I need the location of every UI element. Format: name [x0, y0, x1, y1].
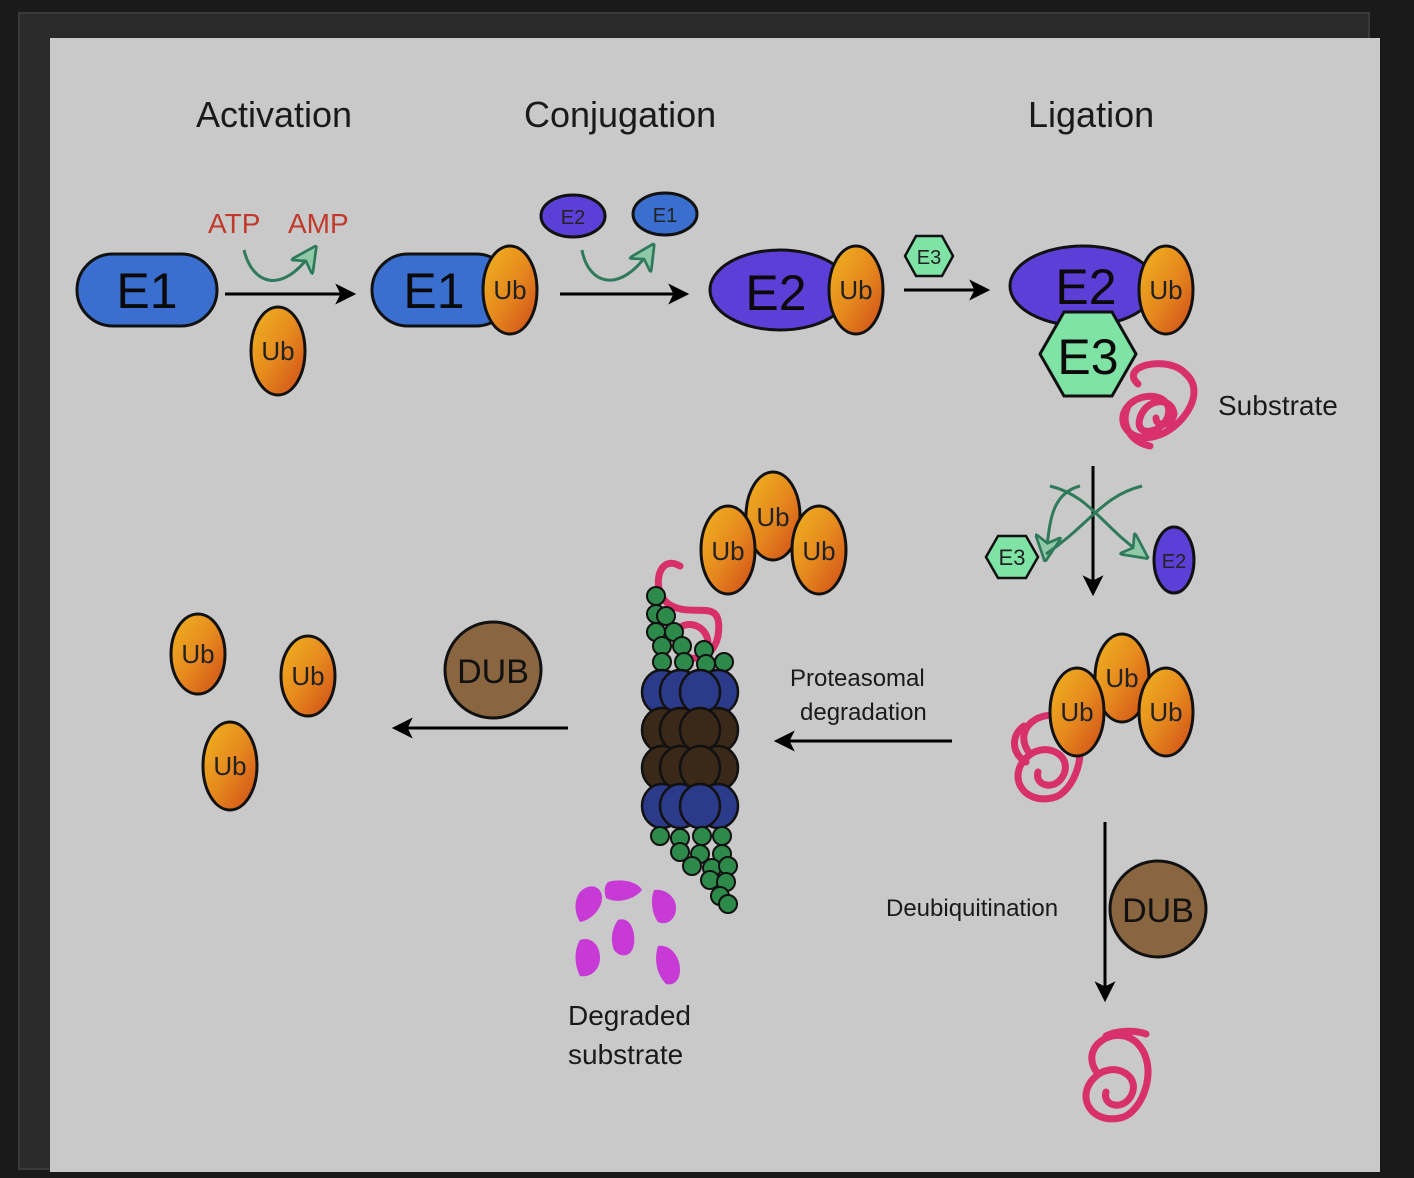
- degraded-label-line2: substrate: [568, 1039, 684, 1070]
- svg-text:DUB: DUB: [457, 653, 529, 691]
- free-ub-3: Ub: [201, 720, 259, 812]
- e2-ub-complex: E2 Ub: [708, 244, 885, 336]
- svg-text:Ub: Ub: [711, 536, 744, 566]
- proteasome: Ub Ub Ub: [640, 470, 848, 914]
- release-curve-back: [1045, 484, 1143, 556]
- dub-right: DUB: [1108, 859, 1208, 959]
- svg-text:Ub: Ub: [493, 275, 526, 305]
- svg-text:Ub: Ub: [839, 275, 872, 305]
- diagram-canvas: E1 Ub E1 Ub E2 E1 E2 Ub E3 E2 Ub: [50, 38, 1380, 1172]
- svg-text:Ub: Ub: [291, 661, 324, 691]
- free-ub-2: Ub: [279, 634, 337, 718]
- dub-left: DUB: [443, 620, 543, 720]
- svg-text:Ub: Ub: [261, 336, 294, 366]
- free-ub-1: Ub: [169, 612, 227, 696]
- stage-title-ligation: Ligation: [1028, 94, 1155, 135]
- proteasomal-label-line1: Proteasomal: [790, 665, 925, 692]
- e1-free: E1: [75, 252, 219, 328]
- svg-text:E2: E2: [1162, 551, 1186, 573]
- stage-title-conjugation: Conjugation: [524, 94, 717, 135]
- degraded-label-line1: Degraded: [568, 1000, 691, 1031]
- svg-text:E3: E3: [917, 247, 941, 269]
- svg-text:Ub: Ub: [1149, 275, 1182, 305]
- svg-text:E1: E1: [653, 205, 677, 227]
- amp-label: AMP: [288, 208, 349, 239]
- svg-text:E1: E1: [116, 263, 177, 319]
- svg-text:Ub: Ub: [181, 639, 214, 669]
- svg-text:E3: E3: [999, 545, 1026, 570]
- e3-small-lig: E3: [903, 234, 955, 278]
- svg-text:Ub: Ub: [1105, 663, 1138, 693]
- svg-text:DUB: DUB: [1122, 892, 1194, 930]
- svg-text:Ub: Ub: [213, 751, 246, 781]
- stage-title-activation: Activation: [196, 94, 353, 135]
- atp-label: ATP: [208, 208, 261, 239]
- conjugation-curve: [580, 250, 650, 282]
- proteasomal-label-line2: degradation: [800, 699, 927, 726]
- svg-text:Ub: Ub: [1060, 697, 1093, 727]
- polyub-substrate: Ub Ub Ub: [1011, 632, 1195, 803]
- atp-amp-curve: [242, 250, 312, 282]
- svg-text:E1: E1: [403, 263, 464, 319]
- e1-small-conj: E1: [631, 191, 699, 237]
- substrate-label: Substrate: [1218, 390, 1338, 421]
- ub-activation: Ub: [249, 305, 307, 397]
- svg-text:Ub: Ub: [802, 536, 835, 566]
- e2-released: E2: [1152, 525, 1196, 595]
- svg-text:E3: E3: [1057, 329, 1118, 385]
- svg-text:E2: E2: [1055, 259, 1116, 315]
- e2-small-conj: E2: [539, 193, 607, 239]
- svg-text:E2: E2: [745, 265, 806, 321]
- degraded-fragments: [575, 880, 680, 985]
- substrate-coil: [1119, 360, 1198, 450]
- e2-e3-ub-substrate-complex: E2 Ub E3: [1008, 244, 1198, 450]
- svg-text:E2: E2: [561, 207, 585, 229]
- svg-text:Ub: Ub: [756, 502, 789, 532]
- pathway-diagram: E1 Ub E1 Ub E2 E1 E2 Ub E3 E2 Ub: [75, 191, 1208, 1123]
- e3-released: E3: [984, 534, 1040, 580]
- e3-release-curve: [1046, 484, 1081, 554]
- free-substrate: [1082, 1027, 1152, 1123]
- svg-text:Ub: Ub: [1149, 697, 1182, 727]
- e1-ub-complex: E1 Ub: [370, 244, 539, 336]
- deubiquitination-label: Deubiquitination: [886, 895, 1059, 922]
- figure-frame: E1 Ub E1 Ub E2 E1 E2 Ub E3 E2 Ub: [18, 12, 1380, 1172]
